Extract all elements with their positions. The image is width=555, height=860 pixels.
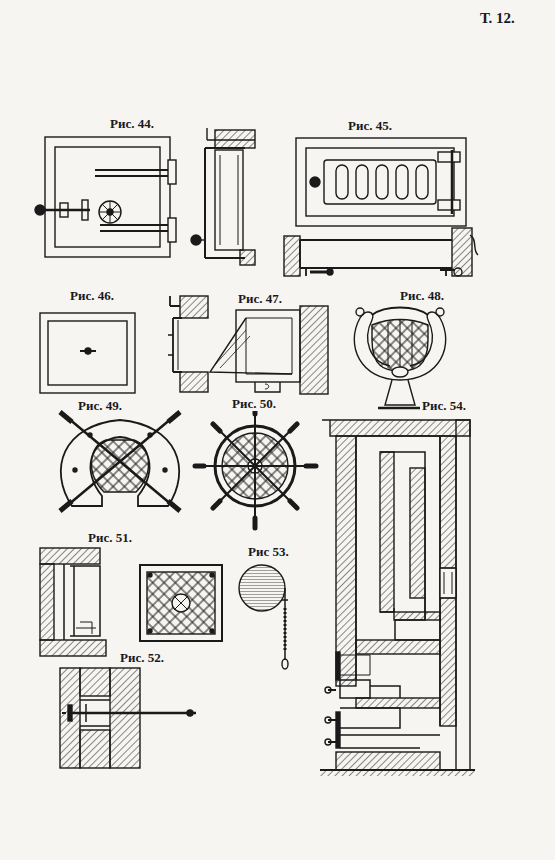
fig50-wheel: [195, 405, 316, 528]
figure-label: Рис. 46.: [68, 288, 116, 303]
fig54-stove-section: [320, 420, 475, 776]
plate-number: Т. 12.: [478, 10, 517, 27]
figure-label: Рис. 48.: [398, 288, 446, 303]
figure-label: Рис. 47.: [236, 291, 284, 306]
fig45-door: [296, 138, 466, 226]
fig51-grille: [40, 548, 222, 656]
fig44-door: [35, 137, 176, 257]
figure-label: Рис. 49.: [76, 398, 124, 413]
figure-label: Рис. 50.: [230, 396, 278, 411]
fig46-door: [40, 296, 208, 393]
fig48-lyre: [354, 308, 445, 409]
figure-label: Рис. 52.: [118, 650, 166, 665]
figure-label: Рис. 45.: [346, 118, 394, 133]
fig44-section: [191, 128, 255, 265]
figure-label: Рис 53.: [246, 544, 291, 559]
figure-label: Рис. 44.: [108, 116, 156, 131]
fig45-section: [284, 228, 478, 276]
fig53-damper: [239, 565, 288, 669]
figure-label: Рис. 51.: [86, 530, 134, 545]
figure-label: Рис. 54.: [420, 398, 468, 413]
fig47-vent: [210, 306, 328, 394]
fig49-horseshoe: [60, 412, 180, 511]
fig52-section: [60, 668, 196, 768]
